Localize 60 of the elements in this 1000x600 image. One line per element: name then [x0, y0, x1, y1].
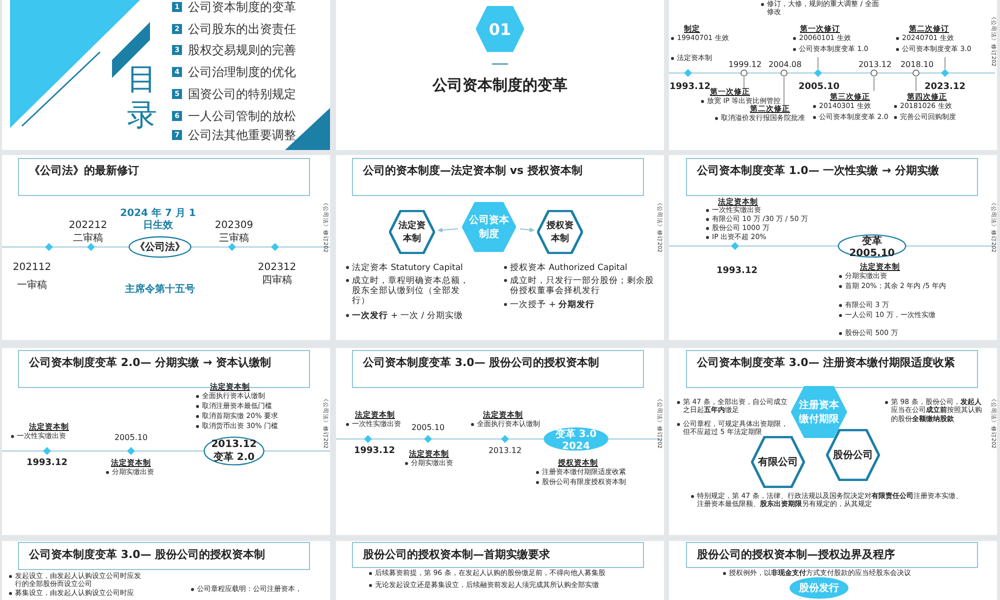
- date-label: 2013.12: [858, 60, 892, 70]
- title-bar: 公司资本制度变革 3.0— 注册资本缴付期限适度收紧: [686, 350, 978, 388]
- oval: 变革 2005.10: [837, 234, 907, 258]
- bullet-text: 法定资本 Statutory Capital: [345, 263, 502, 274]
- date-label: 2005.10: [113, 433, 149, 443]
- title-bar: 公司资本制度变革 1.0— 一次性实缴 → 分期实缴: [686, 158, 978, 196]
- title-bar: 公司的资本制度—法定资本制 vs 授权资本制: [352, 158, 644, 196]
- date-label: 202312: [256, 262, 298, 274]
- date-label: 1993.12: [354, 446, 394, 457]
- bullet-text: 一次发行 + 一次 / 分期实缴: [345, 311, 502, 322]
- date-label: 1993.12: [716, 266, 758, 277]
- agenda-item: 公司治理制度的优化: [188, 64, 296, 81]
- date-label: 202112: [12, 262, 52, 274]
- title-bar: 公司资本制度变革 3.0— 股份公司的授权资本制: [352, 350, 644, 388]
- date-label: 三审稿: [218, 233, 250, 245]
- title-bar: 公司资本制度变革 3.0— 股份公司的授权资本制: [18, 542, 310, 570]
- arrow: [438, 228, 458, 233]
- date-label: 2005.10: [798, 82, 840, 92]
- title-bar: 《公司法》的最新修订: [18, 158, 310, 196]
- bullet-text: 成立时，只发行一部分股份；剩余股份授权董事会择机发行: [503, 276, 660, 296]
- section-title: 公司资本制度的变革: [431, 76, 568, 94]
- date-label: 四审稿: [261, 275, 293, 287]
- hexagon: 01: [476, 6, 524, 52]
- heading: 目录: [126, 62, 158, 134]
- oval: 2013.12 变革 2.0: [203, 436, 265, 466]
- note: 2024 年 7 月 1 日生效: [119, 208, 197, 232]
- date-label: 2005.10: [410, 423, 446, 433]
- date-label: 1993.12: [26, 458, 68, 469]
- hexagon: 授权资本制: [537, 210, 583, 254]
- date-label: 二审稿: [72, 233, 104, 245]
- hexagon: 法定资本制: [389, 210, 435, 254]
- oval: 股份发行: [789, 577, 849, 599]
- date-label: 一审稿: [16, 280, 48, 292]
- agenda-item: 股权交易规则的完善: [188, 42, 296, 59]
- note: 主席令第十五号: [124, 284, 196, 296]
- date-label: 202212: [68, 220, 108, 232]
- agenda-item: 公司资本制度的变革: [188, 0, 296, 16]
- date-label: 2004.08: [768, 60, 802, 70]
- hexagon: 有限公司: [751, 436, 805, 488]
- date-label: 2023.12: [924, 82, 966, 92]
- hexagon: 公司资本制度: [462, 202, 516, 252]
- title-bar: 股份公司的授权资本制—首期实缴要求: [352, 542, 644, 568]
- oval: 变革 3.0 2024: [543, 427, 609, 451]
- agenda-item: 公司法其他重要调整: [188, 127, 296, 144]
- bullet-text: 一次授予 + 分期发行: [503, 300, 660, 310]
- agenda-item: 国资公司的特别规定: [188, 86, 296, 103]
- hexagon: 股份公司: [826, 429, 880, 481]
- bullet-text: 授权资本 Authorized Capital: [503, 263, 660, 274]
- title-bar: 股份公司的授权资本制—授权边界及程序: [686, 542, 978, 568]
- date-label: 1999.12: [728, 60, 762, 70]
- bullet-text: 成立时，章程明确资本总额，股东全部认缴到位（全部发行）: [345, 276, 477, 307]
- oval: 《公司法》: [128, 236, 192, 258]
- date-label: 2013.12: [487, 446, 523, 456]
- date-label: 202309: [214, 220, 254, 232]
- hexagon: 注册资本缴付期限: [791, 386, 847, 438]
- arrow: [520, 227, 534, 232]
- agenda-item: 一人公司管制的放松: [188, 108, 296, 125]
- agenda-item: 公司股东的出资责任: [188, 21, 296, 38]
- date-label: 1993.12: [668, 82, 710, 92]
- date-label: 2018.10: [900, 60, 934, 70]
